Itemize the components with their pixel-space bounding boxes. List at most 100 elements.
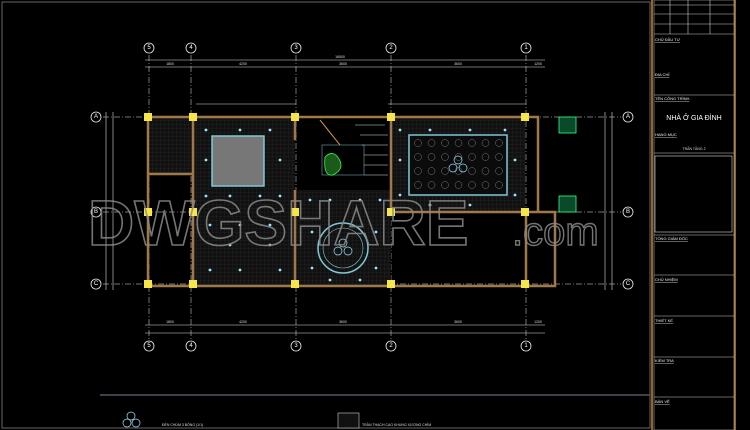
- column: [144, 113, 152, 121]
- ceiling-lamp: [204, 158, 208, 162]
- ceiling-lamp: [398, 128, 402, 132]
- dimension-total: 16500: [335, 55, 345, 59]
- dimension-span: 1200: [534, 62, 542, 66]
- legend: ĐÈN CHÙM 3 BÓNG (1/1) TRẦN THẠCH CAO KHU…: [122, 411, 431, 429]
- svg-text:4: 4: [189, 343, 193, 349]
- legend-label: ĐÈN CHÙM 3 BÓNG (1/1): [162, 422, 203, 427]
- svg-text:B: B: [94, 209, 98, 215]
- field-label: BẢN VẼ: [655, 399, 670, 404]
- ceiling-lamp: [308, 198, 312, 202]
- coffer-cell: [414, 139, 422, 147]
- field-label: KIỂM TRA: [655, 358, 674, 363]
- column: [521, 208, 529, 216]
- field-label: THIẾT KẾ: [655, 318, 673, 323]
- ceiling-lamp: [513, 193, 517, 197]
- coffer-cell: [414, 167, 422, 175]
- ceiling-lamp: [204, 194, 208, 198]
- svg-text:C: C: [94, 281, 99, 287]
- coffer-cell: [427, 153, 436, 161]
- svg-text:4: 4: [189, 45, 193, 51]
- sheet-title: TRẦN TẦNG 2: [682, 147, 705, 151]
- coffer-cell: [468, 167, 476, 175]
- coffer-cell: [481, 167, 490, 175]
- round-ceiling: [317, 222, 369, 274]
- dimension-lines: [105, 59, 613, 334]
- ceiling-lamp: [328, 278, 332, 282]
- coffer-cell: [495, 153, 503, 161]
- coffer-cell: [454, 167, 463, 175]
- coffer-cell: [481, 139, 490, 147]
- coffer-cell: [441, 139, 449, 147]
- column: [291, 113, 299, 121]
- ceiling-lamp: [374, 230, 378, 234]
- coffer-cell: [414, 181, 422, 189]
- svg-text:5: 5: [147, 343, 151, 349]
- coffer-cell: [427, 139, 436, 147]
- ceiling-lamp: [468, 203, 472, 207]
- legend-label: TRẦN THẠCH CAO KHUNG XƯƠNG CHÌM: [362, 423, 431, 427]
- field-label: TÊN CÔNG TRÌNH: [655, 96, 689, 101]
- ceiling-lamp: [358, 278, 362, 282]
- coffer-cell: [495, 167, 503, 175]
- ceiling-lamp: [208, 268, 212, 272]
- svg-text:DWGSHARE: DWGSHARE: [88, 187, 468, 259]
- ceiling-lamp: [208, 223, 212, 227]
- coffer-cell: [468, 181, 476, 189]
- ceiling-lamp: [204, 128, 208, 132]
- ceiling-lamp: [374, 266, 378, 270]
- ceiling-lamp: [238, 223, 242, 227]
- chandelier-icon: [122, 411, 141, 428]
- coffer-cell: [468, 139, 476, 147]
- title-block: CHỦ ĐẦU TƯ ĐỊA CHỈ TÊN CÔNG TRÌNH NHÀ Ở …: [651, 0, 736, 430]
- svg-text:3: 3: [294, 45, 298, 51]
- coffer-cell: [495, 181, 503, 189]
- project-name: NHÀ Ở GIA ĐÌNH: [666, 113, 721, 122]
- svg-text:3: 3: [294, 343, 298, 349]
- ceiling-recess: [211, 135, 265, 187]
- coffered-ceiling: [408, 134, 508, 196]
- svg-text:.com: .com: [512, 210, 599, 254]
- ceiling-lamp: [398, 158, 402, 162]
- drawing-frame: [1, 1, 651, 429]
- ceiling-lamp: [228, 194, 232, 198]
- dimension-span: 3600: [454, 320, 462, 324]
- dimension-span: 3600: [339, 62, 347, 66]
- dimension-span: 1800: [166, 320, 174, 324]
- coffer-cell: [414, 153, 422, 161]
- column: [291, 208, 299, 216]
- dimension-span: 1800: [166, 62, 174, 66]
- column: [291, 280, 299, 288]
- column: [387, 208, 395, 216]
- column: [189, 208, 197, 216]
- ceiling-lamp: [278, 268, 282, 272]
- field-label: HẠNG MỤC: [655, 132, 677, 137]
- ceiling-lamp: [328, 198, 332, 202]
- planter-box: [558, 195, 577, 213]
- field-label: CHỦ ĐẦU TƯ: [655, 37, 681, 42]
- column: [387, 280, 395, 288]
- ceiling-lamp: [398, 193, 402, 197]
- coffer-cell: [427, 181, 436, 189]
- ceiling-lamp: [268, 223, 272, 227]
- planter: [324, 153, 342, 176]
- svg-text:2: 2: [389, 343, 393, 349]
- column: [387, 113, 395, 121]
- coffer-cell: [441, 153, 449, 161]
- coffer-cell: [441, 167, 449, 175]
- ceiling-lamp: [238, 128, 242, 132]
- dimension-span: 3600: [339, 320, 347, 324]
- dimension-span: 3600: [454, 62, 462, 66]
- coffer-cell: [454, 139, 463, 147]
- dimension-span: 1200: [534, 320, 542, 324]
- field-label: ĐỊA CHỈ: [655, 72, 669, 77]
- column: [521, 280, 529, 288]
- ceiling-lamps: [204, 128, 517, 282]
- column: [189, 280, 197, 288]
- coffer-cell: [441, 181, 449, 189]
- coffer-cell: [468, 153, 476, 161]
- ceiling-lamp: [378, 198, 382, 202]
- ceiling-pattern-icon: [337, 412, 360, 429]
- planter-box: [558, 116, 577, 134]
- column: [521, 113, 529, 121]
- svg-text:1: 1: [524, 343, 528, 349]
